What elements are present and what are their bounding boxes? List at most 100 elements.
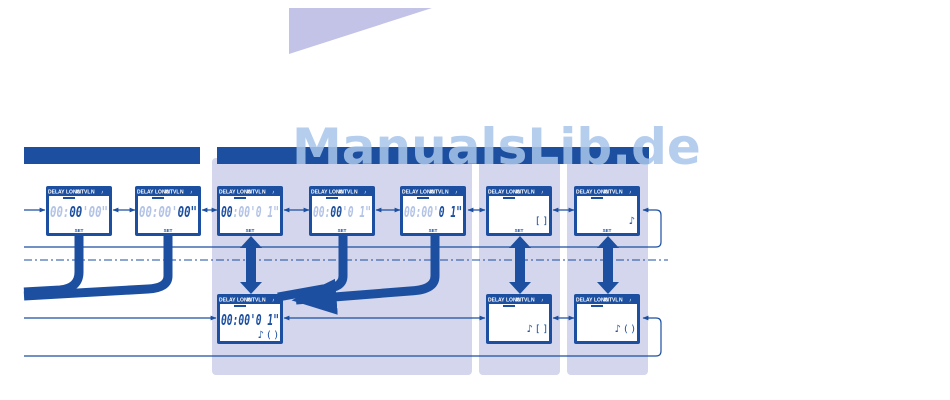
lcd-display bbox=[220, 304, 280, 341]
lcd-digit-segment: 00:00'0 1" bbox=[221, 311, 279, 329]
lcd-mode-label: ♪ bbox=[190, 190, 193, 196]
lcd-mode-indicator bbox=[326, 197, 338, 199]
loop-back-top bbox=[24, 207, 662, 248]
lcd-mode-indicator bbox=[234, 305, 246, 307]
lcd-mode-label: INTVL bbox=[430, 190, 444, 196]
lcd-note-indicator: ♪ ( ) bbox=[257, 330, 278, 341]
lcd-digit-segment: 00:00' bbox=[404, 203, 439, 221]
lcd-mode-label: DELAY bbox=[137, 190, 154, 196]
lcd-mode-label: INTVL bbox=[604, 190, 618, 196]
lcd-mode-label: ♪ bbox=[455, 190, 458, 196]
lcd-digit-segment: 00 bbox=[330, 203, 342, 221]
lcd-mode-label: ♪ bbox=[541, 190, 544, 196]
lcd-set-label: SET bbox=[164, 228, 173, 233]
lcd-digit-segment: 00: bbox=[50, 203, 69, 221]
double-arrow-icon bbox=[597, 236, 619, 294]
lcd-mode-label: LONG bbox=[237, 190, 252, 196]
lcd-set-label: SET bbox=[338, 228, 347, 233]
lcd-mode-label: ♪ bbox=[364, 190, 367, 196]
vertical-block-arrows bbox=[240, 236, 619, 294]
lcd-mode-label: DELAY bbox=[311, 190, 328, 196]
lcd-digit-segment: 00: bbox=[313, 203, 330, 221]
lcd-mode-label: N bbox=[619, 298, 623, 304]
lcd-set-label: SET bbox=[75, 228, 84, 233]
lcd-display bbox=[577, 196, 637, 233]
lcd-mode-label: INTVL bbox=[516, 298, 530, 304]
lcd-digit-segment: ' bbox=[82, 203, 88, 221]
lcd-mode-indicator bbox=[63, 197, 75, 199]
lcd-mode-label: ♪ bbox=[101, 190, 104, 196]
lcd-mode-label: N bbox=[531, 190, 535, 196]
lcd-mode-label: DELAY bbox=[488, 298, 505, 304]
lcd-note-indicator: ♪ [ ] bbox=[526, 324, 547, 335]
lcd-display bbox=[138, 196, 198, 233]
section-header-bar-right bbox=[217, 147, 649, 164]
lcd-set-label: SET bbox=[246, 228, 255, 233]
lcd-mode-label: N bbox=[619, 190, 623, 196]
lcd-note-indicator: [ ] bbox=[536, 216, 547, 227]
lcd-display bbox=[403, 196, 463, 233]
lcd-display bbox=[312, 196, 372, 233]
lcd-mode-label: LONG bbox=[594, 298, 609, 304]
watermark-text: ManualsLib.de bbox=[292, 118, 701, 176]
lcd-digit-segment: 00" bbox=[89, 203, 108, 221]
lcd-display bbox=[489, 304, 549, 341]
lcd-display bbox=[220, 196, 280, 233]
lcd-mode-label: DELAY bbox=[576, 190, 593, 196]
lcd-mode-label: N bbox=[445, 190, 449, 196]
lcd-mode-label: LONG bbox=[237, 298, 252, 304]
lcd-mode-label: ♪ bbox=[541, 298, 544, 304]
lcd-digits: 00:00'0 1" bbox=[221, 311, 279, 329]
lcd-digits: 00:00'00" bbox=[139, 203, 197, 221]
lcd-mode-label: N bbox=[262, 190, 266, 196]
lcd-mode-label: LONG bbox=[155, 190, 170, 196]
flow-band-b bbox=[23, 236, 173, 301]
lcd-digits: 00:00'0 1" bbox=[404, 203, 462, 221]
lcd-mode-label: DELAY bbox=[576, 298, 593, 304]
lcd-mode-label: LONG bbox=[66, 190, 81, 196]
lcd-set-label: SET bbox=[603, 228, 612, 233]
lcd-mode-label: N bbox=[91, 190, 95, 196]
lcd-mode-indicator bbox=[591, 305, 603, 307]
lcd-digit-segment: 00" bbox=[178, 203, 197, 221]
lcd-digit-segment: :00'0 1" bbox=[233, 203, 279, 221]
lcd-display bbox=[49, 196, 109, 233]
lcd-mode-label: LONG bbox=[329, 190, 344, 196]
lcd-mode-label: DELAY bbox=[219, 190, 236, 196]
lcd-mode-label: LONG bbox=[506, 190, 521, 196]
lcd-digits: 00:00'0 1" bbox=[221, 203, 279, 221]
lcd-mode-label: N bbox=[354, 190, 358, 196]
double-arrow-icon bbox=[240, 236, 262, 294]
lcd-note-indicator: ♪ ( ) bbox=[614, 324, 635, 335]
flow-band-a bbox=[23, 236, 84, 297]
lcd-mode-indicator bbox=[503, 197, 515, 199]
lcd-digit-segment: 00 bbox=[221, 203, 233, 221]
lcd-mode-label: ♪ bbox=[629, 190, 632, 196]
lcd-mode-label: LONG bbox=[420, 190, 435, 196]
lcd-mode-indicator bbox=[234, 197, 246, 199]
lcd-mode-label: ♪ bbox=[629, 298, 632, 304]
lcd-mode-indicator bbox=[591, 197, 603, 199]
lcd-digit-segment: '0 1" bbox=[342, 203, 371, 221]
lcd-mode-label: DELAY bbox=[219, 298, 236, 304]
lcd-mode-label: INTVL bbox=[247, 190, 261, 196]
lcd-digit-segment: 0 1" bbox=[439, 203, 462, 221]
header-triangle-shape bbox=[289, 8, 432, 54]
lcd-mode-label: LONG bbox=[506, 298, 521, 304]
lcd-digit-segment: 00 bbox=[69, 203, 82, 221]
lcd-digits: 00:00'00" bbox=[50, 203, 108, 221]
lcd-mode-label: INTVL bbox=[604, 298, 618, 304]
lcd-mode-label: DELAY bbox=[488, 190, 505, 196]
lcd-note-indicator: ♪ bbox=[629, 216, 635, 227]
lcd-display bbox=[489, 196, 549, 233]
double-arrow-icon bbox=[509, 236, 531, 294]
lcd-mode-label: INTVL bbox=[339, 190, 353, 196]
